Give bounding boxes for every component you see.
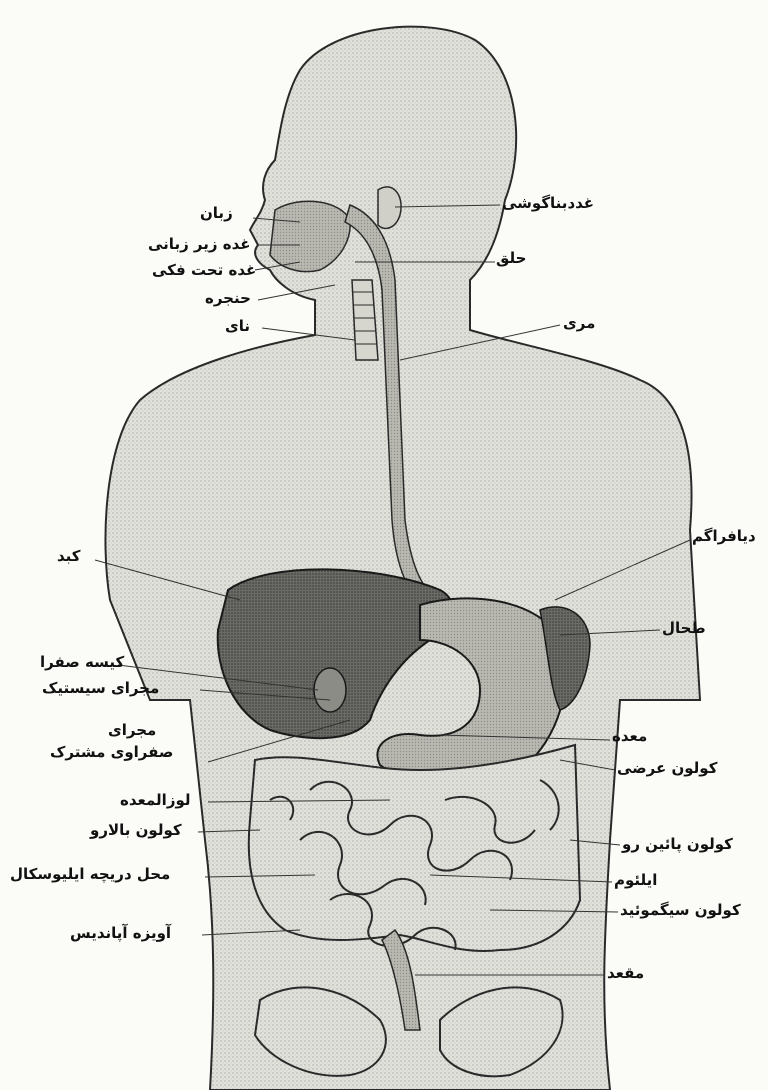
label-ileocecal-valve: محل دریچه ایلیوسکال	[10, 866, 170, 883]
label-parotid-gland: غددبناگوشی	[502, 195, 594, 212]
label-transverse-colon: کولون عرضی	[617, 760, 717, 777]
label-ascending-colon: کولون بالارو	[90, 822, 182, 839]
label-diaphragm: دیافراگم	[692, 528, 756, 545]
label-spleen: طحال	[662, 620, 706, 637]
label-rectum: مقعد	[607, 965, 644, 982]
label-cystic-duct: مجرای سیستیک	[42, 680, 159, 697]
label-pancreas: لوزالمعده	[120, 792, 191, 809]
label-tongue: زبان	[200, 205, 233, 222]
label-pharynx: حلق	[496, 250, 526, 267]
gallbladder	[314, 668, 346, 712]
label-liver: کبد	[57, 548, 81, 565]
label-trachea: نای	[225, 318, 250, 335]
label-sublingual-gland: غده زیر زبانی	[148, 236, 251, 253]
label-common-bile-duct-line1: مجرای	[108, 722, 156, 739]
label-larynx: حنجره	[205, 290, 251, 307]
label-stomach: معده	[612, 728, 647, 745]
label-ileum: ایلئوم	[614, 872, 657, 889]
label-esophagus: مری	[563, 315, 595, 332]
label-common-bile-duct-line2: صفراوی مشترک	[50, 744, 173, 761]
label-submandibular-gland: غده تحت فکی	[152, 262, 256, 279]
label-appendix: آویزه آپاندیس	[70, 925, 171, 942]
label-sigmoid-colon: کولون سیگموئید	[620, 902, 741, 919]
label-gallbladder: کیسه صفرا	[40, 654, 124, 671]
label-descending-colon: کولون پائین رو	[622, 836, 733, 853]
large-intestine	[249, 745, 580, 951]
